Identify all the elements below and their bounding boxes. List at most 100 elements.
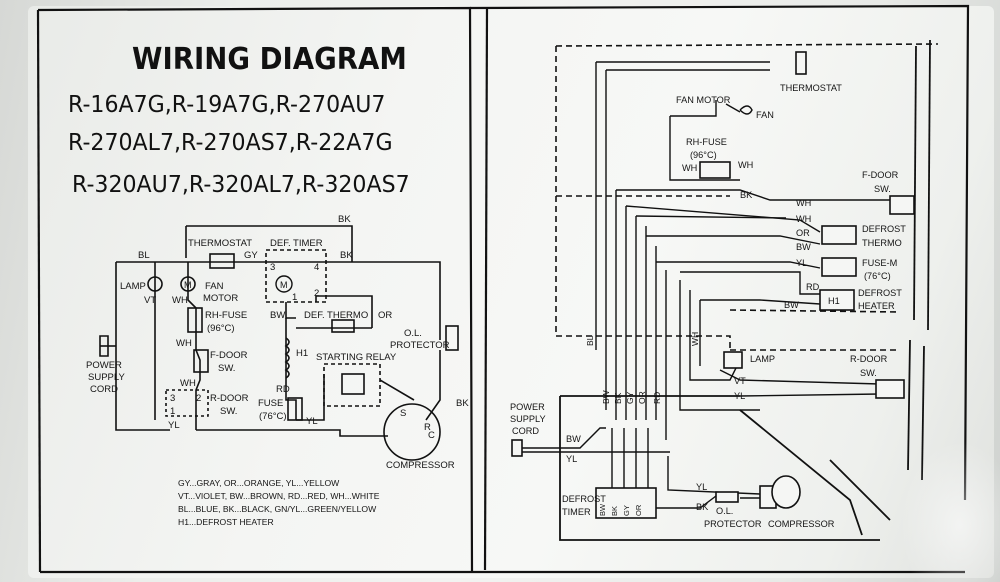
vlabel-timer-or: OR [634, 504, 643, 516]
label-def-timer: DEF. TIMER [270, 238, 323, 249]
rlabel-fan-motor: FAN MOTOR [676, 95, 731, 105]
label-power-1: POWER [86, 360, 122, 371]
rlabel-bk-1: BK [740, 190, 753, 200]
label-c: C [428, 430, 435, 441]
label-power-2: SUPPLY [88, 372, 125, 383]
label-wire-yl-fuse: YL [306, 416, 318, 427]
label-wire-bk-ol: BK [456, 398, 469, 409]
label-fuse: FUSE [258, 398, 283, 409]
rlabel-compressor: COMPRESSOR [768, 519, 835, 529]
schematic-labels: THERMOSTAT DEF. TIMER GY BK BK BL LAMP V… [86, 214, 469, 471]
timer-motor-m: M [280, 280, 288, 290]
label-wire-wh-3: WH [180, 378, 196, 389]
rlabel-vt: VT [734, 376, 746, 386]
rlabel-h1: H1 [828, 296, 840, 306]
model-list-line-2: R-270AL7,R-270AS7,R-22A7G [68, 130, 393, 156]
label-t2-rdoor: 2 [196, 393, 201, 404]
rlabel-defrost-heater-1: DEFROST [858, 288, 902, 298]
rlabel-r-door-sw: SW. [860, 368, 877, 378]
rlabel-defrost-timer-2: TIMER [562, 507, 591, 517]
label-h1: H1 [296, 348, 308, 359]
vlabel-or: OR [637, 391, 647, 404]
vlabel-wh: WH [690, 332, 700, 346]
rlabel-yl-ol: YL [696, 482, 707, 492]
label-wire-or: OR [378, 310, 392, 321]
label-rh-fuse: RH-FUSE [205, 310, 247, 321]
label-protector: PROTECTOR [390, 340, 450, 351]
label-ol: O.L. [404, 328, 422, 339]
label-fan: FAN [205, 281, 224, 292]
rlabel-yl-lamp: YL [734, 391, 745, 401]
label-thermostat: THERMOSTAT [188, 238, 252, 249]
rlabel-defrost-thermo-1: DEFROST [862, 224, 906, 234]
label-wire-vt: VT [144, 295, 156, 306]
rlabel-protector: PROTECTOR [704, 519, 762, 529]
fan-motor-m: M [184, 280, 192, 290]
label-s: S [400, 408, 406, 419]
layout-components [511, 51, 915, 519]
rlabel-defrost-timer-1: DEFROST [562, 494, 606, 504]
legend-line-4: H1...DEFROST HEATER [178, 517, 274, 527]
label-wire-yl-left: YL [168, 420, 180, 431]
legend-line-3: BL...BLUE, BK...BLACK, GN/YL...GREEN/YEL… [178, 504, 377, 514]
layout-labels: THERMOSTAT FAN MOTOR FAN RH-FUSE (96°C) … [510, 83, 906, 529]
rlabel-bw-cord: BW [566, 434, 581, 444]
label-f-door-sw: SW. [218, 363, 235, 374]
rlabel-f-door: F-DOOR [862, 170, 899, 180]
label-wire-gy: GY [244, 250, 258, 261]
rlabel-r-door: R-DOOR [850, 354, 888, 364]
label-t1-rdoor: 1 [170, 406, 175, 417]
rlabel-f-door-sw: SW. [874, 184, 891, 194]
label-wire-bl: BL [138, 250, 150, 261]
rlabel-bw-1: BW [796, 242, 811, 252]
rlabel-wh-3: WH [796, 214, 811, 224]
vlabel-timer-bk: BK [610, 506, 619, 516]
label-power-3: CORD [90, 384, 118, 395]
label-wire-wh-1: WH [172, 295, 188, 306]
label-r-door-sw: SW. [220, 406, 237, 417]
rlabel-bk-ol: BK [696, 502, 709, 512]
rlabel-lamp: LAMP [750, 354, 775, 364]
cabinet-outline-dashed [555, 43, 939, 360]
label-r: R [424, 422, 431, 433]
harness-wires [520, 61, 890, 509]
legend-line-2: VT...VIOLET, BW...BROWN, RD...RED, WH...… [178, 491, 380, 501]
rlabel-power-1: POWER [510, 402, 545, 412]
label-t4-timer: 4 [314, 262, 319, 273]
label-compressor: COMPRESSOR [386, 460, 455, 471]
label-wire-bw: BW [270, 310, 285, 321]
legend-line-1: GY...GRAY, OR...ORANGE, YL...YELLOW [178, 478, 340, 488]
panel-borders [36, 4, 970, 574]
label-wire-wh-2: WH [176, 338, 192, 349]
label-wire-bk-top: BK [338, 214, 351, 225]
label-lamp: LAMP [120, 281, 146, 292]
fan-symbol [725, 103, 753, 115]
vlabel-bk: BK [613, 392, 623, 404]
label-f-door: F-DOOR [210, 350, 248, 361]
rlabel-rh-fuse: RH-FUSE [686, 137, 727, 147]
model-list-line-1: R-16A7G,R-19A7G,R-270AU7 [68, 92, 386, 118]
label-wire-bk-mid: BK [340, 250, 353, 261]
vlabel-timer-gy: GY [622, 505, 631, 516]
label-t1-timer: 1 [292, 292, 297, 303]
vlabel-rd: RD [652, 392, 662, 404]
timer-motor-icon [275, 275, 293, 293]
vlabel-bl: BL [585, 335, 595, 346]
rlabel-or: OR [796, 228, 810, 238]
rlabel-fan: FAN [756, 110, 774, 120]
color-legend: GY...GRAY, OR...ORANGE, YL...YELLOW VT..… [178, 478, 380, 527]
rlabel-yl-1: YL [796, 258, 807, 268]
rlabel-wh-fuse: WH [682, 163, 697, 173]
label-starting-relay: STARTING RELAY [316, 352, 397, 363]
rlabel-defrost-thermo-2: THERMO [862, 238, 902, 248]
vlabel-bw: BW [601, 390, 611, 404]
label-wire-rd: RD [276, 384, 290, 395]
rlabel-wh-2: WH [796, 198, 811, 208]
label-t3-timer: 3 [270, 262, 275, 273]
label-motor: MOTOR [203, 293, 238, 304]
label-t2-timer: 2 [314, 288, 319, 299]
rlabel-thermostat: THERMOSTAT [780, 83, 842, 93]
page-title: WIRING DIAGRAM [132, 42, 407, 77]
